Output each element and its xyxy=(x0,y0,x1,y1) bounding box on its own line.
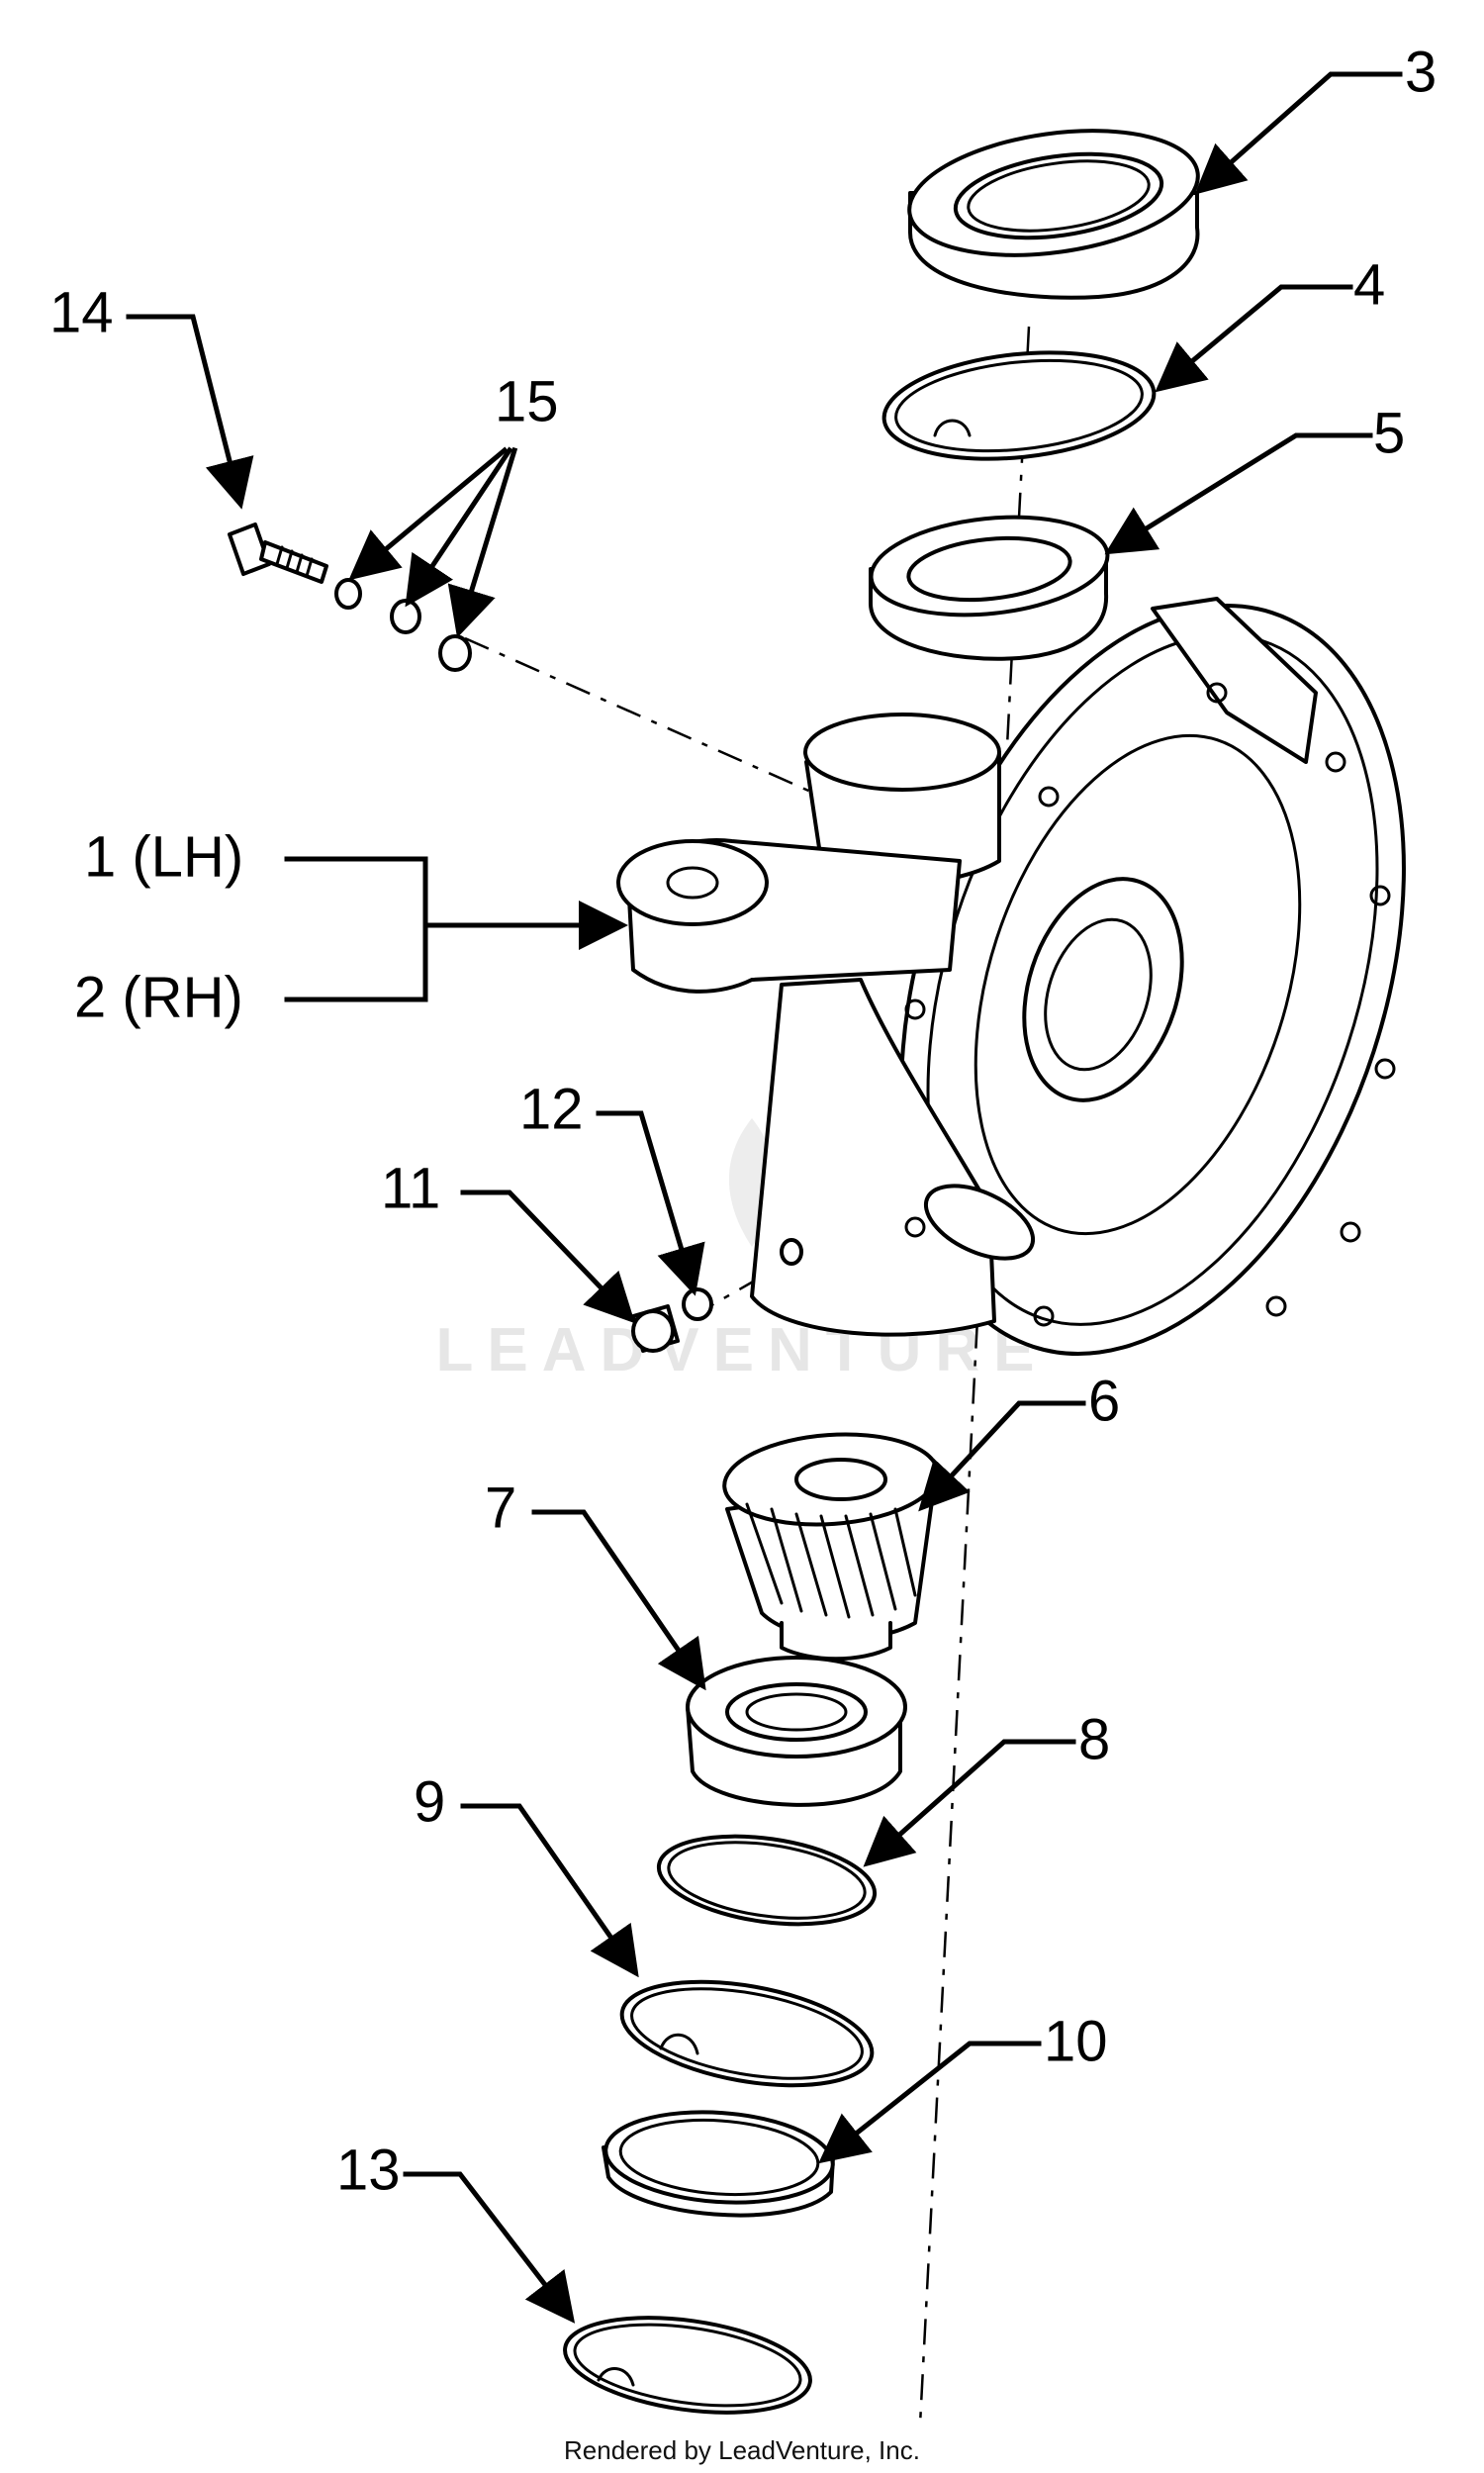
callout-14: 14 xyxy=(49,280,114,344)
callout-3: 3 xyxy=(1405,40,1437,104)
callout-1-lh: 1 (LH) xyxy=(84,824,243,889)
part-6-bevel-gear xyxy=(722,1432,940,1662)
callout-2-rh: 2 (RH) xyxy=(74,965,243,1029)
part-10-seal xyxy=(602,2110,835,2218)
callout-5: 5 xyxy=(1373,401,1405,465)
callout-13: 13 xyxy=(336,2138,401,2202)
callout-4: 4 xyxy=(1353,252,1385,317)
part-4-snap-ring xyxy=(881,350,1157,461)
callout-7: 7 xyxy=(485,1475,516,1540)
part-1-2-gear-housing xyxy=(616,597,1406,1356)
callout-8: 8 xyxy=(1078,1707,1110,1771)
part-14-bolt xyxy=(228,523,328,584)
callout-15: 15 xyxy=(495,369,559,433)
callout-9: 9 xyxy=(414,1769,445,1834)
callout-11: 11 xyxy=(381,1156,440,1220)
callout-12: 12 xyxy=(519,1077,584,1141)
part-7-bearing xyxy=(686,1656,907,1807)
footer-credit: Rendered by LeadVenture, Inc. xyxy=(564,2435,920,2465)
part-11-plug xyxy=(631,1304,680,1353)
part-15-washers xyxy=(334,578,472,672)
part-8-shim xyxy=(656,1834,878,1927)
part-5-bearing xyxy=(869,515,1110,661)
part-9-snap-ring xyxy=(619,1979,875,2088)
callout-6: 6 xyxy=(1088,1369,1120,1433)
part-3-bearing xyxy=(907,129,1200,300)
callout-labels: 3 4 5 14 15 1 (LH) 2 (RH) 12 11 6 7 8 9 … xyxy=(49,40,1437,2202)
part-13-snap-ring xyxy=(563,2316,812,2415)
leader-lines xyxy=(126,71,1403,2324)
callout-10: 10 xyxy=(1044,2009,1108,2073)
